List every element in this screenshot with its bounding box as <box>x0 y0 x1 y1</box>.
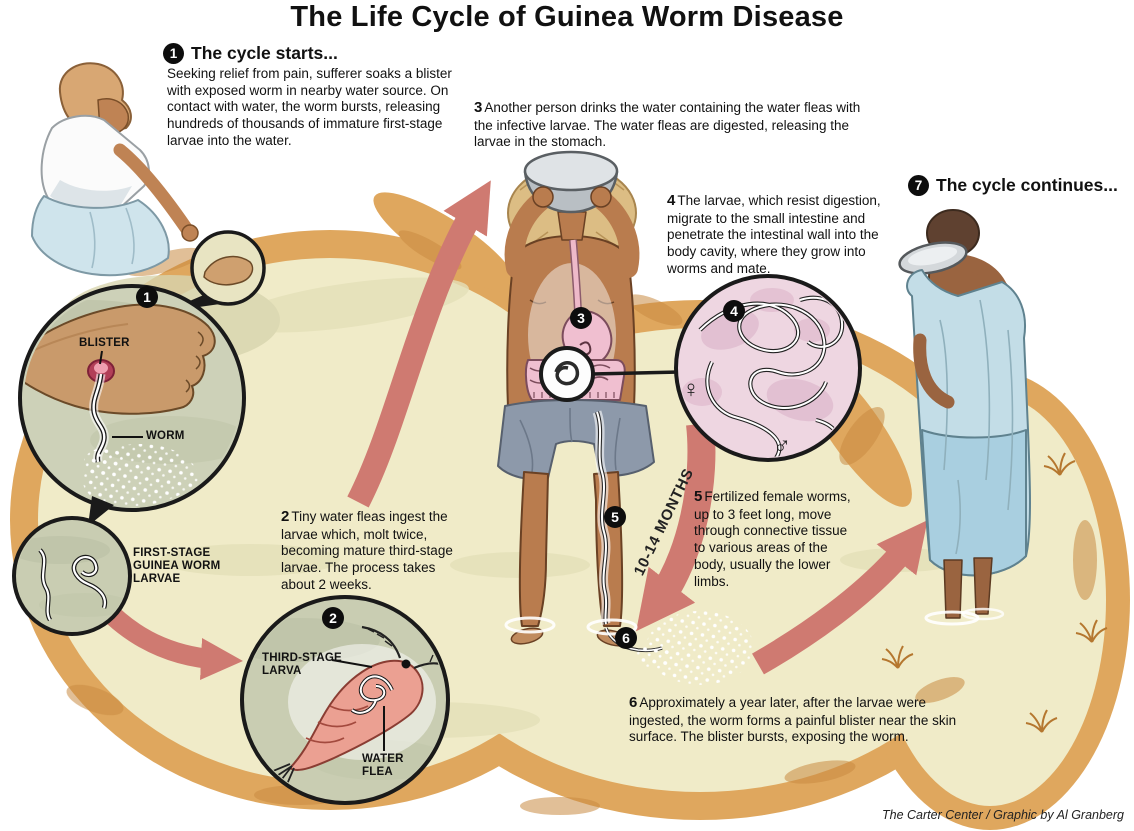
step-2-body: Tiny water fleas ingest the larvae which… <box>281 509 453 592</box>
intestine-magnifier <box>539 346 595 402</box>
skirt-fold <box>89 207 135 269</box>
step-6-number: 6 <box>629 694 638 711</box>
label-third-stage-larva: THIRD-STAGE LARVA <box>262 652 342 678</box>
step-1-header: 1 The cycle starts... <box>163 43 338 64</box>
male-sign: ♂ <box>773 432 791 459</box>
step-1-text: Seeking relief from pain, sufferer soaks… <box>167 66 469 150</box>
third-stage-leader <box>331 659 373 668</box>
bowl-rim <box>523 150 619 192</box>
step-1-heading: The cycle starts... <box>191 43 338 63</box>
ripple-right <box>586 618 638 636</box>
leg-right <box>973 557 993 615</box>
foot <box>24 303 216 415</box>
person-soaking-foot <box>31 62 199 277</box>
step-4-body: The larvae, which resist digestion, migr… <box>667 193 881 276</box>
leg-left <box>943 559 963 619</box>
arrow-flea-to-drinker <box>347 180 491 508</box>
wrap-skirt <box>31 195 170 277</box>
credit-line: The Carter Center / Graphic by Al Granbe… <box>882 808 1124 822</box>
foot-magnifier <box>164 230 266 312</box>
diagram-badge-2: 2 <box>322 607 344 629</box>
label-blister: BLISTER <box>79 337 130 349</box>
cycle-arrows <box>97 180 928 680</box>
step-5-number: 5 <box>694 488 703 505</box>
arrow-larvae-to-flea <box>97 600 243 680</box>
arrow-10-14-months <box>636 422 716 632</box>
person-cycle-continues <box>898 209 1031 626</box>
arrow-cloud-to-person <box>752 520 928 675</box>
flea-eye <box>401 659 411 669</box>
shirt-shadow <box>50 180 132 211</box>
step-7-badge: 7 <box>908 175 929 196</box>
inset-blister-foot <box>18 284 246 512</box>
step-4-number: 4 <box>667 192 676 209</box>
leg-left <box>518 471 549 627</box>
inset-water-flea <box>240 595 450 805</box>
step-1-body: Seeking relief from pain, sufferer soaks… <box>167 66 452 148</box>
step-6-body: Approximately a year later, after the la… <box>629 695 957 745</box>
inset-mating-worms <box>674 274 862 462</box>
antenna-1 <box>361 625 402 659</box>
step-7-heading: The cycle continues... <box>936 175 1118 195</box>
neck <box>557 211 587 241</box>
inset-first-stage-larvae <box>12 496 132 636</box>
label-water-flea: WATER FLEA <box>362 753 404 779</box>
hand-on-bowl-right <box>590 186 612 208</box>
step-7-header: 7 The cycle continues... <box>908 175 1118 196</box>
female-sign: ♀ <box>682 376 700 403</box>
hand <box>181 224 199 242</box>
hand-on-bowl-left <box>532 186 554 208</box>
diagram-badge-1: 1 <box>136 286 158 308</box>
blister-leader <box>99 350 103 365</box>
step-3-body: Another person drinks the water containi… <box>474 100 861 150</box>
label-worm: WORM <box>146 430 185 442</box>
chest-lines <box>529 299 615 305</box>
diagram-badge-5: 5 <box>604 506 626 528</box>
tiny-foot <box>203 255 254 286</box>
label-first-stage-larvae: FIRST-STAGE GUINEA WORM LARVAE <box>133 547 221 586</box>
step-1-badge: 1 <box>163 43 184 64</box>
step-2-number: 2 <box>281 508 290 525</box>
lower-wrap <box>921 429 1027 577</box>
diagram-badge-4: 4 <box>723 300 745 322</box>
connector-intestine-to-inset <box>591 370 681 376</box>
arm-behind-back <box>913 333 955 409</box>
ripple-left <box>504 616 556 634</box>
larvae-cloud <box>635 611 754 685</box>
page-title: The Life Cycle of Guinea Worm Disease <box>290 1 844 33</box>
wedge <box>88 496 114 526</box>
arm <box>113 143 193 235</box>
step-5-body: Fertilized female worms, up to 3 feet lo… <box>694 489 851 589</box>
diagram-badge-6: 6 <box>615 627 637 649</box>
diagram-badge-3: 3 <box>570 307 592 329</box>
step-3-number: 3 <box>474 99 483 116</box>
ripple2 <box>961 607 1005 621</box>
